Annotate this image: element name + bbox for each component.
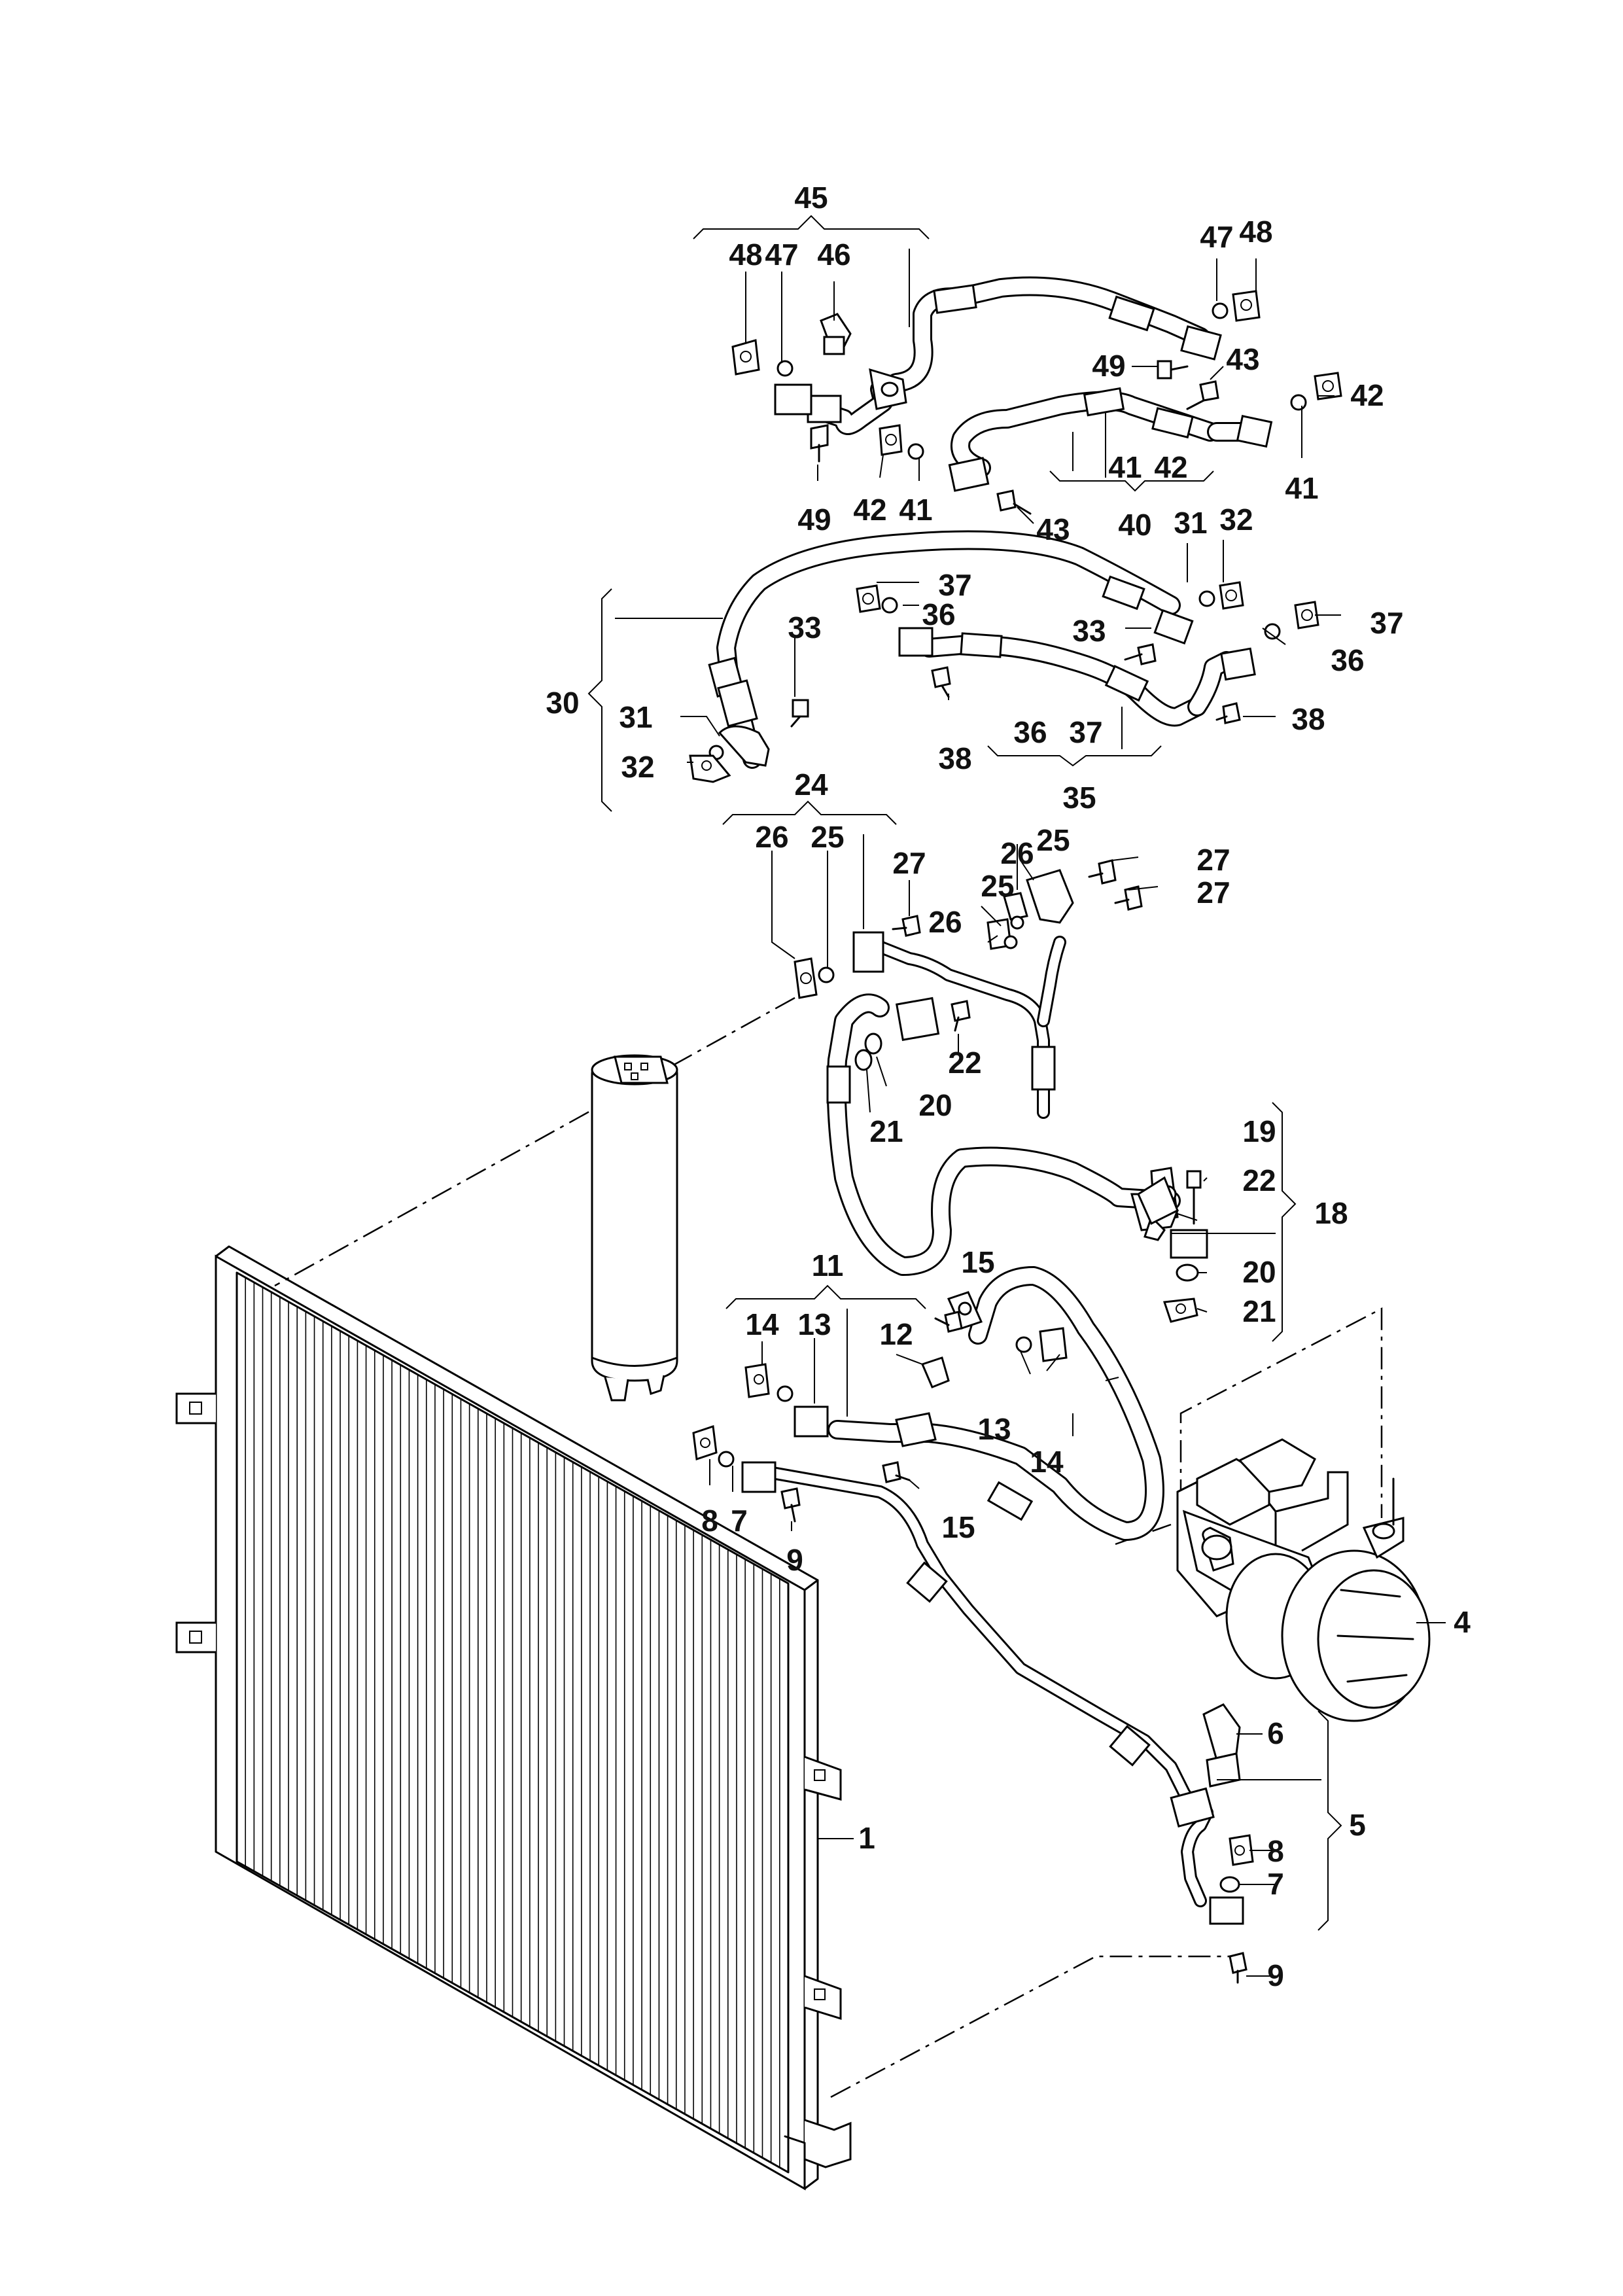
callout-49: 49 [1092,349,1125,383]
callout-36: 36 [1331,643,1364,677]
callout-7: 7 [1267,1867,1284,1901]
callout-18: 18 [1314,1196,1348,1230]
callout-22: 22 [1242,1163,1276,1197]
callout-12: 12 [879,1317,913,1351]
callout-5: 5 [1349,1808,1366,1842]
callout-20: 20 [918,1088,952,1122]
callout-49: 49 [797,503,831,537]
callout-47: 47 [1200,220,1233,254]
callout-33: 33 [788,610,821,645]
callout-31: 31 [619,700,652,734]
callout-9: 9 [1267,1958,1284,1992]
callout-42: 42 [1350,378,1384,412]
callout-32: 32 [1219,503,1253,537]
callout-4: 4 [1454,1605,1471,1639]
receiver-drier [591,1054,678,1402]
callout-7: 7 [731,1504,748,1538]
leader-lines [587,215,1446,1977]
callout-41: 41 [1108,450,1142,484]
callout-27: 27 [1196,875,1230,910]
callout-30: 30 [546,686,579,720]
callout-41: 41 [899,493,932,527]
callout-25: 25 [981,869,1014,903]
callout-13: 13 [977,1412,1011,1446]
callout-48: 48 [729,238,762,272]
callout-26: 26 [928,905,962,939]
callout-37: 37 [1370,606,1403,640]
callout-20: 20 [1242,1255,1276,1289]
callout-38: 38 [1291,702,1325,736]
callout-41: 41 [1285,471,1318,505]
fittings [689,290,1342,1984]
callout-15: 15 [941,1510,975,1544]
callout-19: 19 [1242,1114,1276,1148]
callout-8: 8 [1267,1834,1284,1868]
callout-24: 24 [794,768,828,802]
callout-26: 26 [1000,836,1034,870]
callout-25: 25 [1036,823,1070,857]
callout-8: 8 [701,1504,718,1538]
callout-43: 43 [1036,512,1070,546]
callout-45: 45 [794,181,828,215]
callout-37: 37 [1069,715,1102,749]
callout-21: 21 [869,1114,903,1148]
compressor [1176,1438,1431,1722]
callout-14: 14 [745,1307,779,1341]
callouts: 45 48 47 46 47 48 49 43 42 41 42 41 49 4… [546,181,1471,1992]
callout-6: 6 [1267,1716,1284,1750]
callout-26: 26 [755,820,788,854]
callout-13: 13 [797,1307,831,1341]
callout-11: 11 [812,1248,844,1282]
callout-36: 36 [1013,715,1047,749]
callout-27: 27 [892,846,926,880]
callout-22: 22 [948,1046,981,1080]
callout-47: 47 [765,238,798,272]
callout-36: 36 [922,597,955,631]
callout-1: 1 [858,1821,875,1855]
callout-32: 32 [621,750,654,784]
condenser-fins [245,1277,780,2168]
callout-46: 46 [817,238,850,272]
callout-21: 21 [1242,1294,1276,1328]
callout-43: 43 [1226,342,1259,376]
hoses [708,276,1256,1907]
callout-14: 14 [1030,1445,1064,1479]
callout-42: 42 [853,493,886,527]
callout-15: 15 [961,1245,994,1279]
callout-31: 31 [1174,506,1207,540]
condenser [175,1245,852,2191]
callout-35: 35 [1062,781,1096,815]
callout-42: 42 [1154,450,1187,484]
callout-37: 37 [938,568,971,602]
callout-27: 27 [1196,843,1230,877]
callout-33: 33 [1072,614,1106,648]
callout-9: 9 [786,1543,803,1577]
callout-40: 40 [1118,508,1151,542]
callout-25: 25 [811,820,844,854]
callout-48: 48 [1239,215,1272,249]
callout-38: 38 [938,741,971,775]
